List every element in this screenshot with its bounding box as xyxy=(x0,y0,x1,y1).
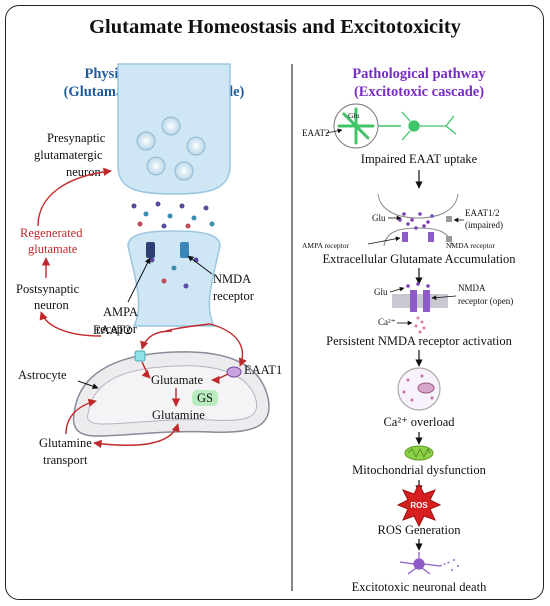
step-ros-generation: ROS Generation xyxy=(378,523,462,537)
nmda-open-pointer xyxy=(431,295,457,301)
neuron-debris xyxy=(450,558,460,572)
regenerated-to-presynaptic-arrow xyxy=(37,167,112,227)
glu-small-label: Glu xyxy=(348,111,360,120)
ampa-receptor-shape xyxy=(146,242,155,258)
regenerated-label-line1: Regenerated xyxy=(20,226,83,240)
nmda-label-line2: receptor xyxy=(213,289,255,303)
cleft-to-eaat1-arrow xyxy=(209,323,247,367)
mitochondrion-icon xyxy=(404,445,434,461)
astrocyte-green-icon xyxy=(337,107,375,145)
ampa-small-pointer xyxy=(367,236,401,245)
transport-label-line1: Glutamine xyxy=(39,436,92,450)
step-calcium-overload: Ca²⁺ overload xyxy=(383,415,455,429)
eaat1-to-glutamate-arrow xyxy=(211,373,229,385)
nmda-label-line1: NMDA xyxy=(213,272,251,286)
transport-label-line2: transport xyxy=(43,453,88,467)
right-heading-line2: (Excitotoxic cascade) xyxy=(354,84,484,100)
step-persistent-nmda: Persistent NMDA receptor activation xyxy=(326,334,512,348)
mitochondrion-inside xyxy=(417,382,435,394)
eaat2-label: EAAT2 xyxy=(93,323,131,337)
postsynaptic-neuron xyxy=(127,230,221,327)
ros-label: ROS xyxy=(410,501,428,510)
glutamine-export-arrow xyxy=(93,423,180,449)
nmda-receptor-label: NMDA receptor xyxy=(446,241,495,250)
astrocyte-label: Astrocyte xyxy=(18,368,67,382)
gs-badge xyxy=(192,390,218,406)
cleft-connector xyxy=(165,323,211,332)
gs-label: GS xyxy=(197,391,213,405)
nmda-open-left xyxy=(410,290,417,312)
step-neuronal-death: Excitotoxic neuronal death xyxy=(352,580,487,594)
mitochondrion-cristae xyxy=(407,448,431,458)
eaat2-small-label: EAAT2 xyxy=(302,128,330,138)
step-impaired-eaat: Impaired EAAT uptake xyxy=(361,152,478,166)
ampa-pointer xyxy=(127,257,151,303)
cleft-to-eaat2-arrow xyxy=(140,330,173,350)
calcium-particles xyxy=(402,374,434,402)
glu-label-2: Glu xyxy=(374,287,388,297)
figure-frame: Glutamate Homeostasis and Excitotoxicity… xyxy=(5,5,544,600)
eaat2-to-glutamate-arrow xyxy=(141,361,151,379)
regenerated-label-line2: glutamate xyxy=(28,242,78,256)
glutamine-label: Glutamine xyxy=(152,408,205,422)
presynaptic-label-line2: glutamatergic xyxy=(34,148,103,162)
eaat12-label-line2: (impaired) xyxy=(465,220,503,230)
diagram-canvas: Glutamate Homeostasis and Excitotoxicity… xyxy=(16,16,517,594)
pathological-presynaptic xyxy=(377,193,459,219)
calcium-influx-dots xyxy=(414,316,426,334)
eaat1-label: EAAT1 xyxy=(244,363,282,377)
eaat12-label-line1: EAAT1/2 xyxy=(465,208,500,218)
glu-label: Glu xyxy=(372,213,386,223)
dying-neuron-icon xyxy=(399,552,451,575)
nmda-receptor-small xyxy=(428,232,434,242)
nmda-pointer xyxy=(187,255,213,275)
eaat-impaired-bottom xyxy=(446,236,452,242)
postsynaptic-label-line2: neuron xyxy=(34,298,69,312)
right-heading-line1: Pathological pathway xyxy=(352,66,486,82)
transport-to-astrocyte-arrow xyxy=(65,398,97,435)
presynaptic-label-line3: neuron xyxy=(66,165,101,179)
step-glutamate-accumulation: Extracellular Glutamate Accumulation xyxy=(323,252,517,266)
ampa-label-line1: AMPA xyxy=(103,305,138,319)
calcium-label: Ca²⁺ xyxy=(378,317,396,327)
neuron-green-icon xyxy=(401,111,457,141)
glu-binding-dots xyxy=(406,282,430,288)
eaat2-to-postsynaptic-arrow xyxy=(39,311,102,337)
synaptic-vesicles xyxy=(136,116,206,181)
figure-title: Glutamate Homeostasis and Excitotoxicity xyxy=(89,16,462,38)
eaat1-transporter xyxy=(226,366,242,378)
step-mitochondrial-dysfunction: Mitochondrial dysfunction xyxy=(352,463,486,477)
ampa-receptor-small xyxy=(402,232,408,242)
nmda-open-label-line1: NMDA xyxy=(458,283,486,293)
glu-pointer-2 xyxy=(389,286,405,293)
membrane-bilayer xyxy=(392,294,448,308)
ampa-receptor-label: AMPA receptor xyxy=(302,241,350,250)
eaat2-transporter xyxy=(134,350,146,362)
pathological-postsynaptic xyxy=(383,227,453,247)
nmda-open-label-line2: receptor (open) xyxy=(458,296,513,306)
glu-accumulation-dots xyxy=(398,212,434,230)
glutamate-label: Glutamate xyxy=(151,373,204,387)
ampa-label-line2: receptor xyxy=(96,322,138,336)
astrocyte-pointer xyxy=(77,380,99,390)
nmda-open-right xyxy=(423,290,430,312)
eaat2-small-pointer xyxy=(325,128,343,134)
postsynaptic-label-line1: Postsynaptic xyxy=(16,282,80,296)
ros-burst-icon xyxy=(396,482,442,528)
nmda-receptor-shape xyxy=(180,242,189,258)
eaat-impaired-top xyxy=(446,216,452,222)
presynaptic-label-line1: Presynaptic xyxy=(47,131,106,145)
